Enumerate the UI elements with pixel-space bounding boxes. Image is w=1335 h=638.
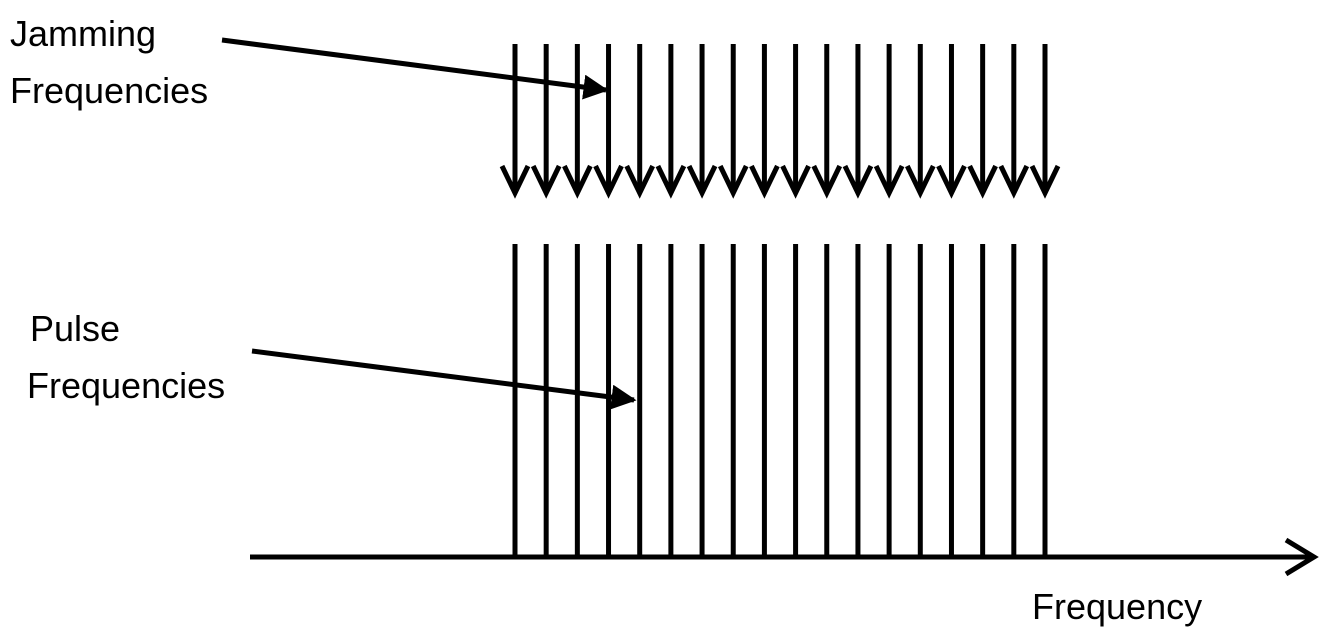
jamming-frequency-arrow — [655, 44, 687, 199]
jamming-pointer-arrow — [221, 37, 609, 100]
jamming-frequency-arrow — [499, 44, 531, 199]
jamming-frequency-arrow — [749, 44, 780, 199]
pulse-label-line1: Pulse — [30, 308, 120, 349]
jamming-frequency-arrow — [905, 44, 936, 199]
axis-arrowhead-icon — [1284, 537, 1319, 577]
frequency-axis — [250, 537, 1319, 577]
jamming-frequency-arrows — [499, 44, 1061, 199]
jamming-label-line1: Jamming — [10, 13, 156, 54]
jamming-frequency-arrow — [530, 44, 562, 199]
jamming-frequency-arrow — [717, 44, 749, 199]
pulse-pointer-arrow — [251, 348, 637, 410]
jamming-label-line2: Frequencies — [10, 70, 208, 111]
jamming-frequency-arrow — [811, 44, 843, 199]
jamming-frequency-arrow — [780, 44, 811, 199]
pulse-frequency-lines — [512, 244, 1048, 557]
jamming-frequency-arrow — [998, 44, 1030, 199]
jamming-frequency-arrow — [1029, 44, 1061, 199]
jamming-frequency-arrow — [936, 44, 967, 199]
jamming-frequency-arrow — [967, 44, 998, 199]
jamming-frequency-arrow — [842, 44, 874, 199]
jamming-frequency-arrow — [624, 44, 655, 199]
jamming-frequency-arrow — [873, 44, 905, 199]
jamming-frequency-arrow — [686, 44, 718, 199]
jamming-frequency-arrow — [593, 44, 624, 199]
pulse-label-line2: Frequencies — [27, 365, 225, 406]
jamming-frequency-arrow — [562, 44, 593, 199]
axis-label: Frequency — [1032, 586, 1202, 627]
